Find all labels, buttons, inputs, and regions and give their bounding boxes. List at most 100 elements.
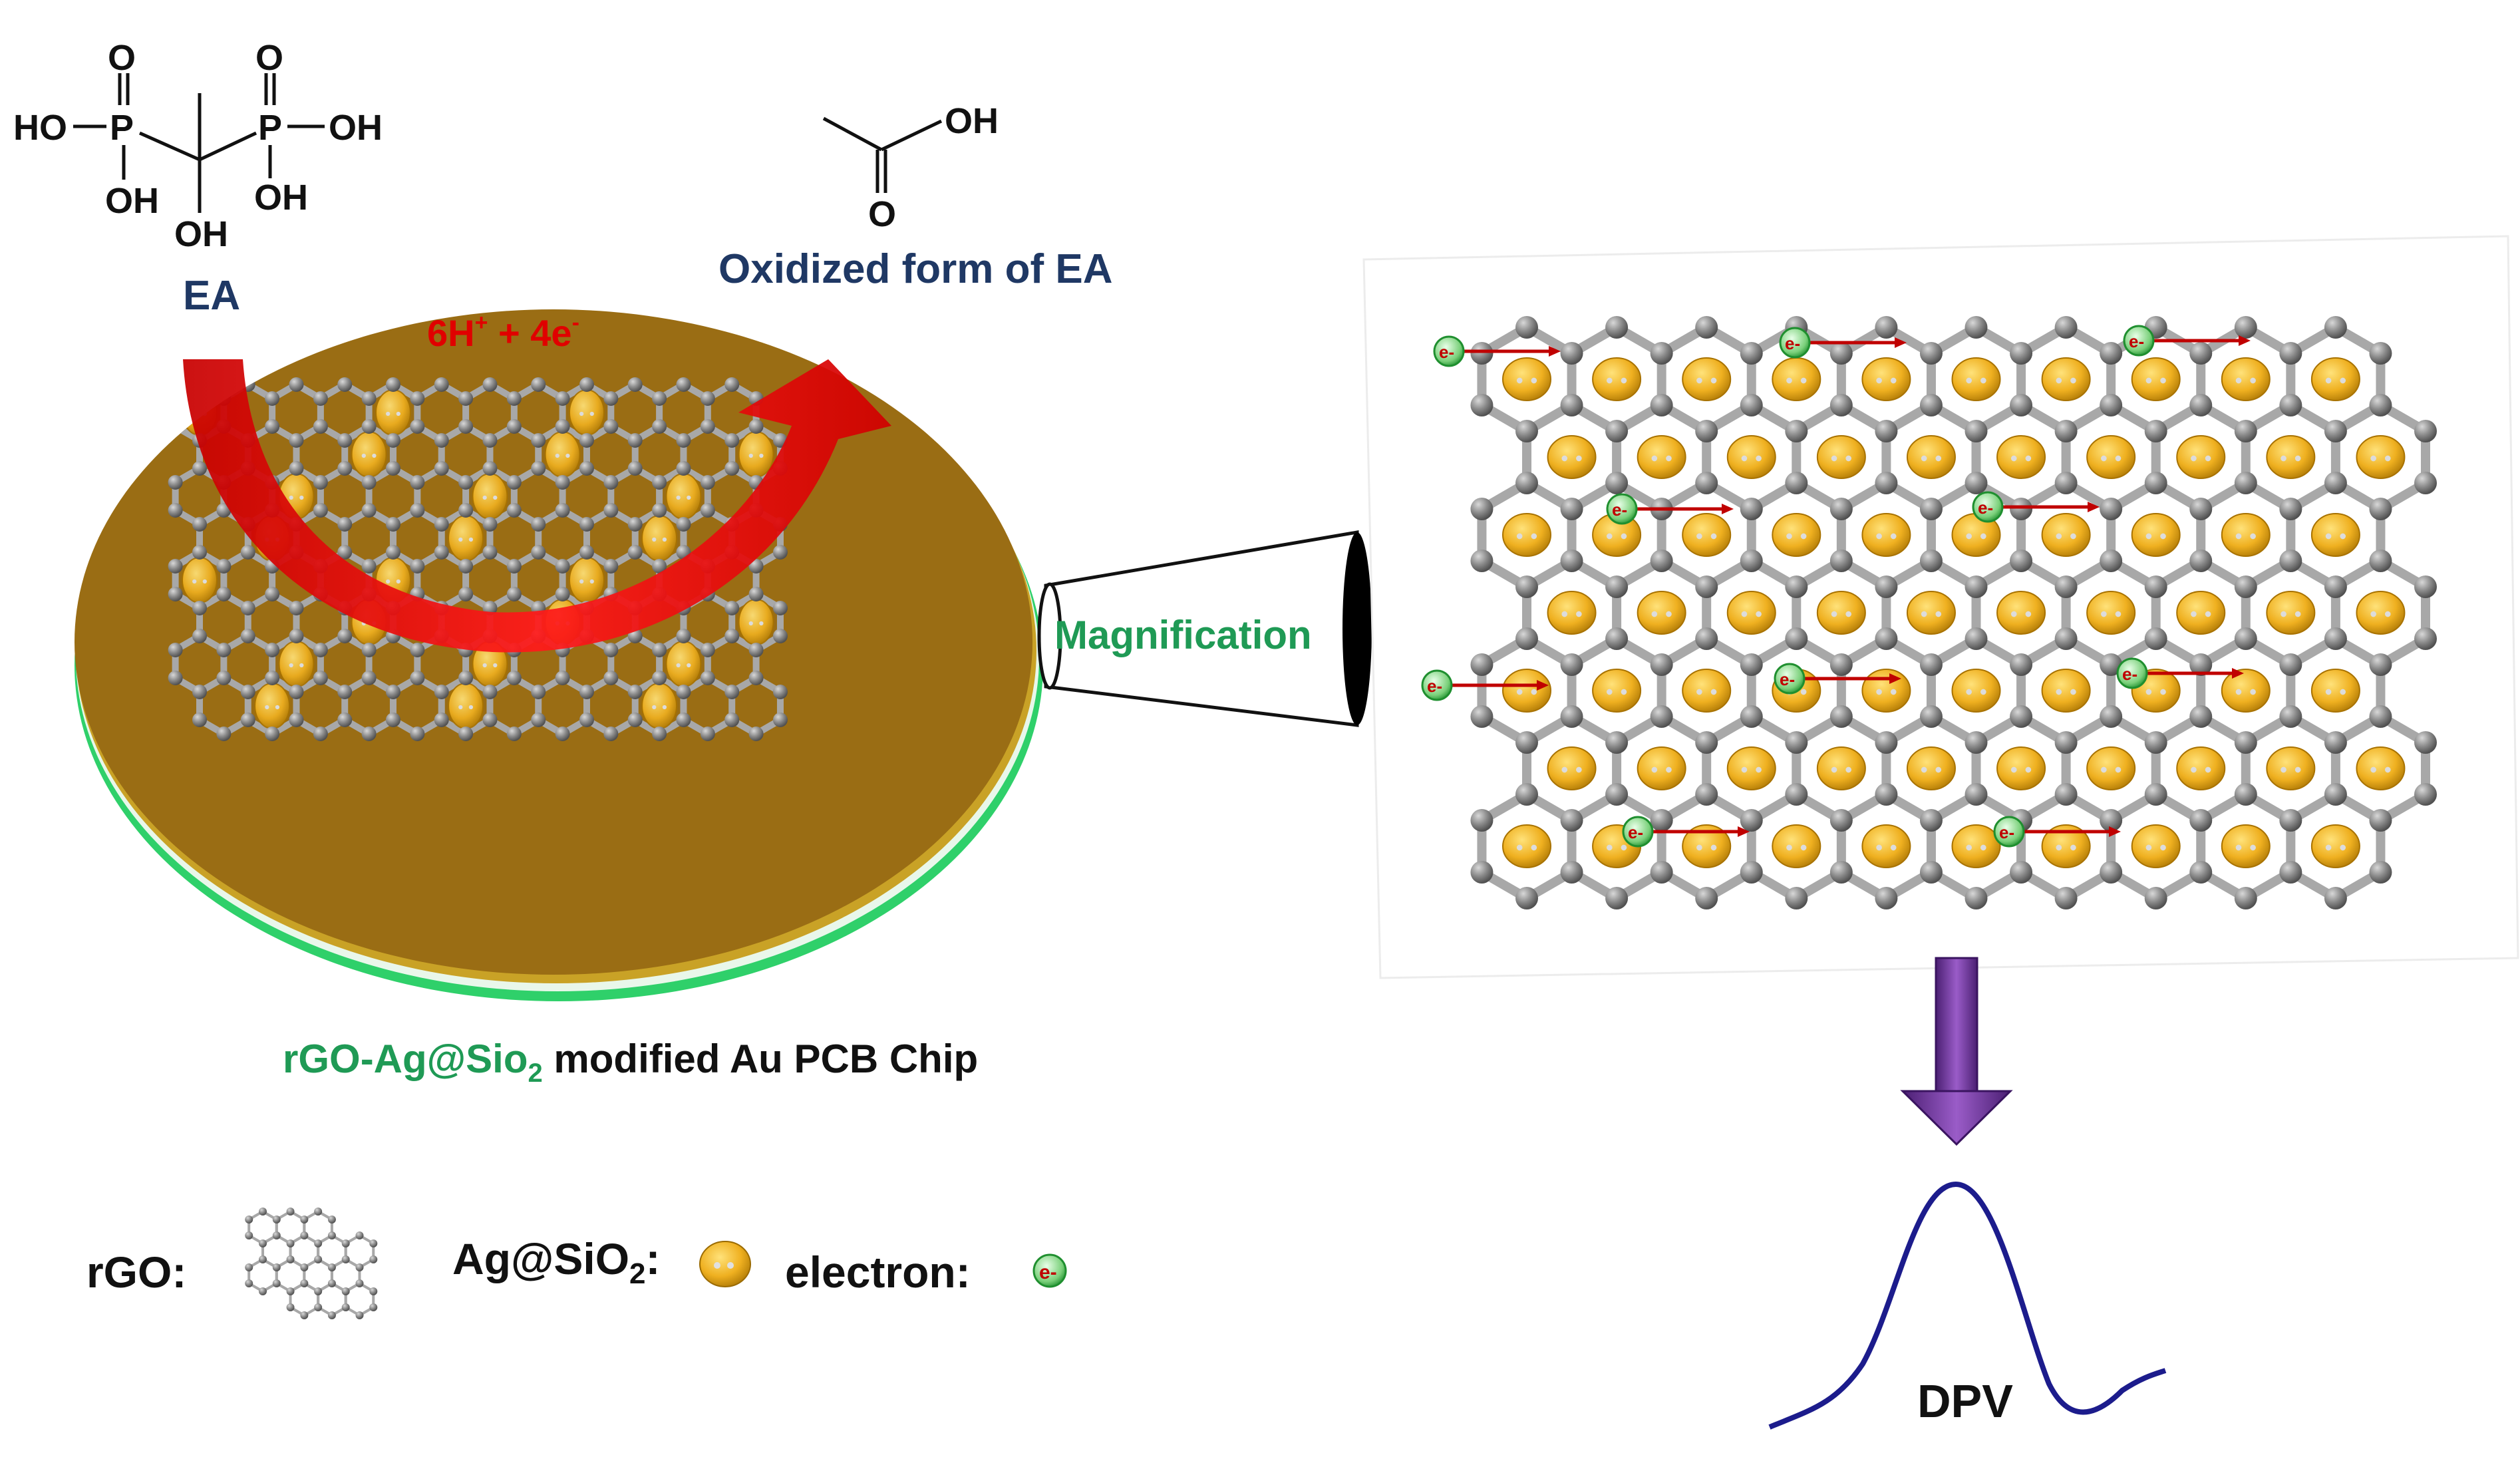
carbon-atom [2100,550,2123,572]
nanoparticle-dot [589,411,594,416]
nanoparticle-dot [2370,766,2376,773]
nanoparticle-dot [1800,533,1807,540]
carbon-atom [434,545,449,560]
nanoparticle-dot [275,705,280,710]
nanoparticle-dot [1890,689,1897,695]
carbon-atom [265,643,280,657]
carbon-atom [2369,705,2392,728]
ag-sio2-nanoparticle [2356,435,2406,479]
carbon-atom [2234,472,2257,494]
nanoparticle-dot [1890,377,1897,384]
carbon-atom [192,713,207,727]
nanoparticle-dot [1531,689,1537,695]
carbon-atom [1515,731,1538,754]
ag-sio2-nanoparticle [2266,746,2316,790]
electron-label: e- [1427,676,1442,696]
carbon-atom [2189,394,2213,416]
legend-rgo-atom [355,1311,364,1319]
carbon-atom [1695,783,1718,806]
legend-ag-end: : [646,1234,661,1283]
nanoparticle-dot [2025,455,2032,462]
carbon-atom [2279,498,2302,520]
electron-label: e- [1780,669,1795,689]
carbon-atom [458,475,474,490]
carbon-atom [627,433,643,448]
nanoparticle-dot [1845,611,1851,617]
nanoparticle-dot [1980,689,1986,695]
carbon-atom [652,671,667,685]
carbon-atom [2279,705,2302,728]
nanoparticle-dot [1921,455,1927,462]
nanoparticle-dot [2191,611,2197,617]
ag-sio2-nanoparticle [1906,435,1956,479]
carbon-atom [1829,809,1853,832]
legend-rgo-atom [286,1239,295,1247]
nanoparticle-dot [1651,455,1658,462]
ag-sio2-nanoparticle [2041,824,2091,868]
carbon-atom [168,391,183,406]
carbon-atom [361,559,377,573]
carbon-atom [724,377,740,392]
carbon-atom [652,643,667,657]
carbon-atom [1560,861,1583,884]
carbon-atom [2324,420,2347,442]
carbon-atom [1785,472,1808,494]
carbon-atom [724,713,740,727]
legend-rgo-atom [355,1231,364,1239]
legend-rgo-atom [245,1279,253,1287]
nanoparticle-dot [2235,844,2242,851]
carbon-atom [240,685,255,699]
carbon-atom [240,601,255,615]
carbon-atom [482,517,498,532]
nanoparticle-dot [482,663,487,668]
electron [1433,335,1465,367]
nanoparticle-dot [1621,689,1627,695]
legend-rgo-atom [300,1231,309,1239]
carbon-atom [1740,498,1763,520]
ag-sio2-nanoparticle [1996,435,2046,479]
detail-lattice [1470,316,2437,909]
carbon-atom [2324,316,2347,339]
nanoparticle-dot [2340,844,2346,851]
legend-rgo-atom [300,1263,309,1271]
nanoparticle-dot [1696,377,1702,384]
carbon-atom [1560,342,1583,365]
nanoparticle-dot [1606,689,1613,695]
carbon-atom [313,419,328,434]
nanoparticle-dot [1666,766,1672,773]
nanoparticle-dot [2115,455,2122,462]
oxidized-atom-o: O [868,194,896,234]
electron [1779,327,1811,359]
ag-sio2-nanoparticle [2041,513,2091,557]
ag-sio2-nanoparticle [1637,746,1686,790]
carbon-atom [2324,472,2347,494]
nanoparticle-dot [2101,455,2107,462]
carbon-atom [2189,550,2213,572]
nanoparticle-dot [1561,455,1568,462]
carbon-atom [168,643,183,657]
nanoparticle-dot [1741,611,1748,617]
carbon-atom [2369,861,2392,884]
ag-sio2-nanoparticle [182,557,218,603]
carbon-atom [1785,887,1808,909]
carbon-atom [1875,575,1898,598]
ag-sio2-nanoparticle [1996,746,2046,790]
legend-rgo-atom [314,1255,323,1263]
carbon-atom [652,475,667,490]
carbon-atom [555,503,570,518]
carbon-atom [313,671,328,685]
nanoparticle-dot [1531,844,1537,851]
carbon-atom [555,587,570,601]
carbon-atom [2414,627,2437,650]
carbon-atom [289,685,304,699]
carbon-atom [1875,731,1898,754]
ag-sio2-nanoparticle [1502,824,1551,868]
legend-rgo-atom [286,1287,295,1295]
carbon-atom [361,671,377,685]
ag-sio2-nanoparticle [1772,357,1821,401]
carbon-atom [337,629,353,643]
ag-sio2-nanoparticle [1637,435,1686,479]
ea-label: EA [183,273,240,319]
carbon-atom [2324,887,2347,909]
carbon-atom [772,545,788,560]
